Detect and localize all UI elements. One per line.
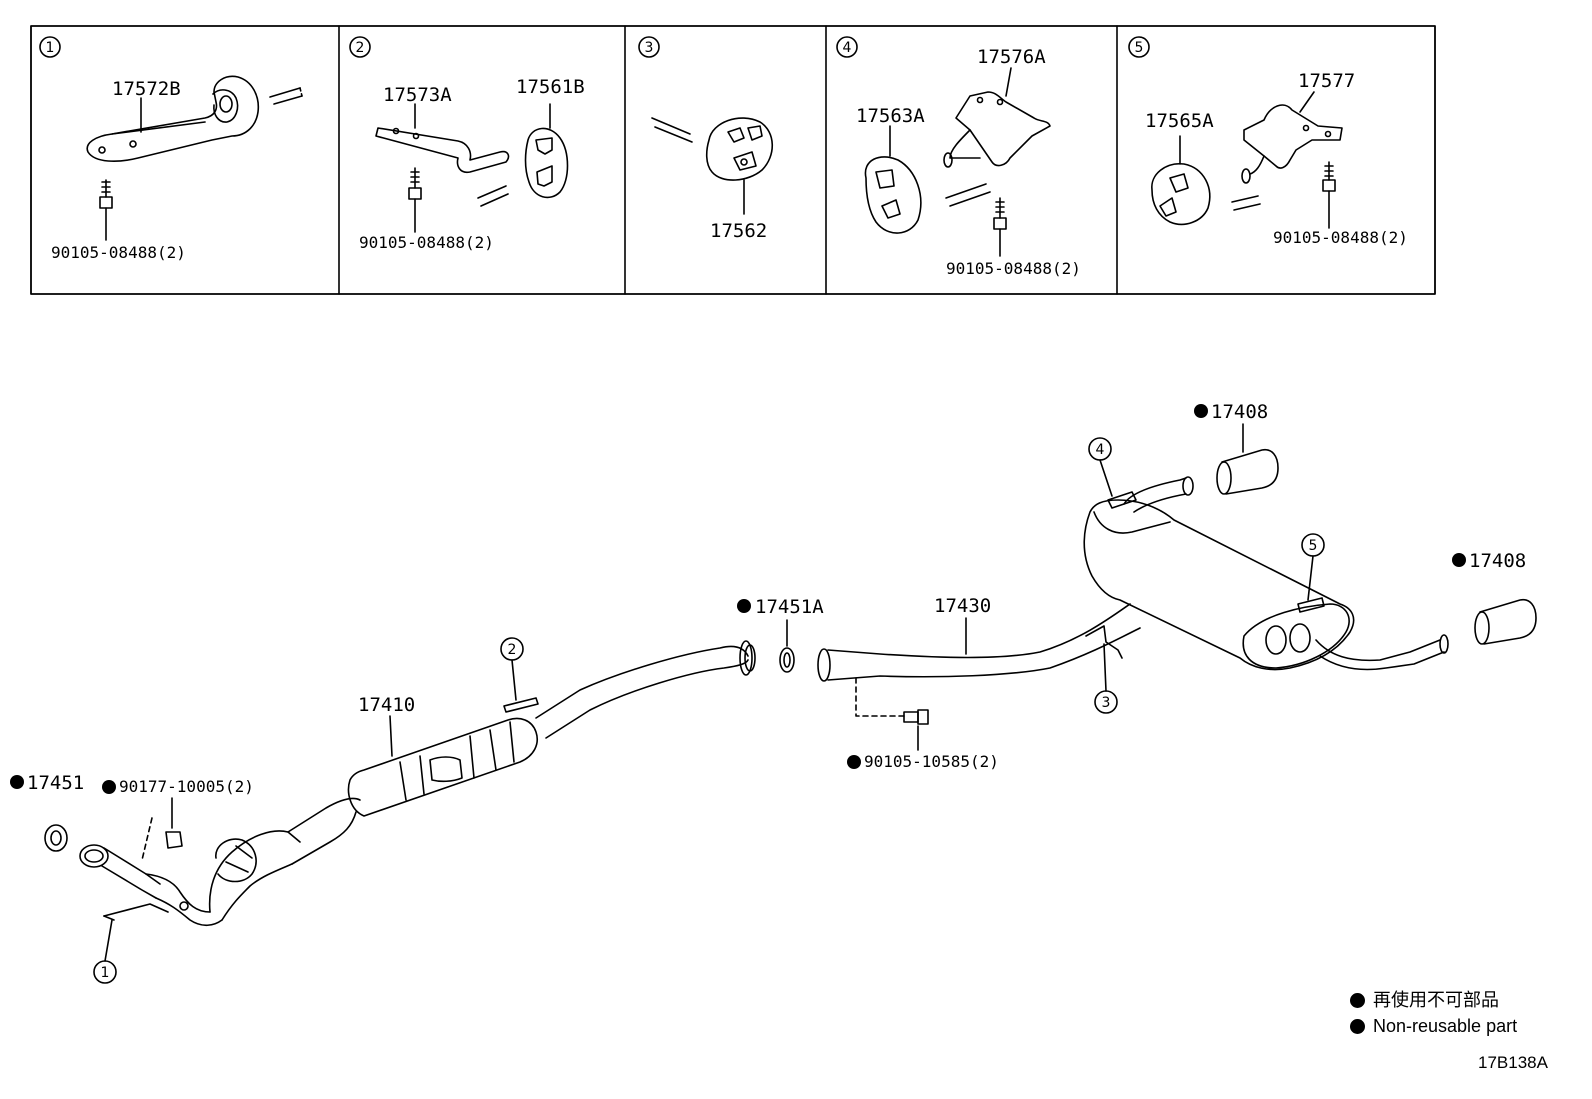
label-panel4-bolt: 90105-08488(2): [946, 259, 1081, 278]
callout-number-5: 5: [1309, 538, 1318, 554]
panel-4-number-circle: [836, 36, 858, 58]
label-17573a: 17573A: [383, 84, 452, 106]
nonreusable-dot-17451: [10, 775, 24, 789]
legend-dot-icon: [1350, 992, 1365, 1008]
panel-1-number: 1: [46, 40, 55, 56]
panel-5-number: 5: [1135, 40, 1144, 56]
nut-90177-10005-drawing: [141, 797, 183, 861]
nonreusable-dot-17408-upper: [1194, 404, 1208, 418]
label-17410: 17410: [358, 694, 415, 716]
label-90177-10005: 90177-10005(2): [119, 777, 254, 796]
panel-2-number: 2: [356, 40, 365, 56]
callout-number-4: 4: [1096, 442, 1105, 458]
label-17563a: 17563A: [856, 105, 925, 127]
hanger-17563a-drawing: [864, 125, 922, 234]
legend-row-jp: 再使用不可部品: [1350, 987, 1517, 1013]
bracket-17573a-drawing: [375, 103, 510, 233]
label-17562: 17562: [710, 220, 767, 242]
legend-row-en: Non-reusable part: [1350, 1013, 1517, 1039]
label-17561b: 17561B: [516, 76, 585, 98]
panel-2-number-circle: [349, 36, 371, 58]
hanger-17561b-drawing: [524, 103, 569, 199]
label-17565a: 17565A: [1145, 110, 1214, 132]
legend: 再使用不可部品 Non-reusable part: [1350, 987, 1517, 1039]
bracket-17572b-drawing: [86, 75, 303, 241]
label-17451: 17451: [27, 772, 84, 794]
legend-dot-icon: [1350, 1018, 1365, 1034]
label-17451a: 17451A: [755, 596, 824, 618]
panel-4-number: 4: [843, 40, 852, 56]
bracket-17577-drawing: [1231, 91, 1343, 229]
callout-number-3: 3: [1102, 695, 1111, 711]
hanger-17565a-drawing: [1151, 135, 1211, 226]
label-17577: 17577: [1298, 70, 1355, 92]
label-17408-right: 17408: [1469, 550, 1526, 572]
nonreusable-dot-90177-10005: [102, 780, 116, 794]
gasket-17451-drawing: [44, 824, 68, 852]
panel-5-number-circle: [1128, 36, 1150, 58]
label-panel1-bolt: 90105-08488(2): [51, 243, 186, 262]
tail-pipe-17408-upper-drawing: [1216, 423, 1279, 495]
label-90105-10585: 90105-10585(2): [864, 752, 999, 771]
panel-3-number: 3: [645, 40, 654, 56]
callout-number-2: 2: [508, 642, 517, 658]
label-17408-upper: 17408: [1211, 401, 1268, 423]
muffler-drawing: [1083, 476, 1449, 671]
label-17572b: 17572B: [112, 78, 181, 100]
tail-pipe-17408-right-drawing: [1474, 598, 1537, 645]
diagram-code: 17B138A: [1478, 1053, 1548, 1072]
label-17576a: 17576A: [977, 46, 1046, 68]
legend-text-en: Non-reusable part: [1373, 1016, 1518, 1036]
label-17430: 17430: [934, 595, 991, 617]
hanger-17562-drawing: [651, 117, 774, 215]
rear-pipe-17430-drawing: [817, 603, 1141, 751]
nonreusable-dot-17408-right: [1452, 553, 1466, 567]
callout-number-1: 1: [101, 965, 110, 981]
panel-3-number-circle: [638, 36, 660, 58]
panel-1-number-circle: [39, 36, 61, 58]
label-panel2-bolt: 90105-08488(2): [359, 233, 494, 252]
legend-text-jp: 再使用不可部品: [1373, 990, 1499, 1010]
bracket-17576a-drawing: [943, 67, 1051, 257]
nonreusable-dot-17451a: [737, 599, 751, 613]
gasket-17451a-drawing: [779, 619, 795, 673]
front-pipe-17410-drawing: [79, 640, 756, 927]
nonreusable-dot-90105-10585: [847, 755, 861, 769]
label-panel5-bolt: 90105-08488(2): [1273, 228, 1408, 247]
panel-frame: [30, 25, 1436, 295]
